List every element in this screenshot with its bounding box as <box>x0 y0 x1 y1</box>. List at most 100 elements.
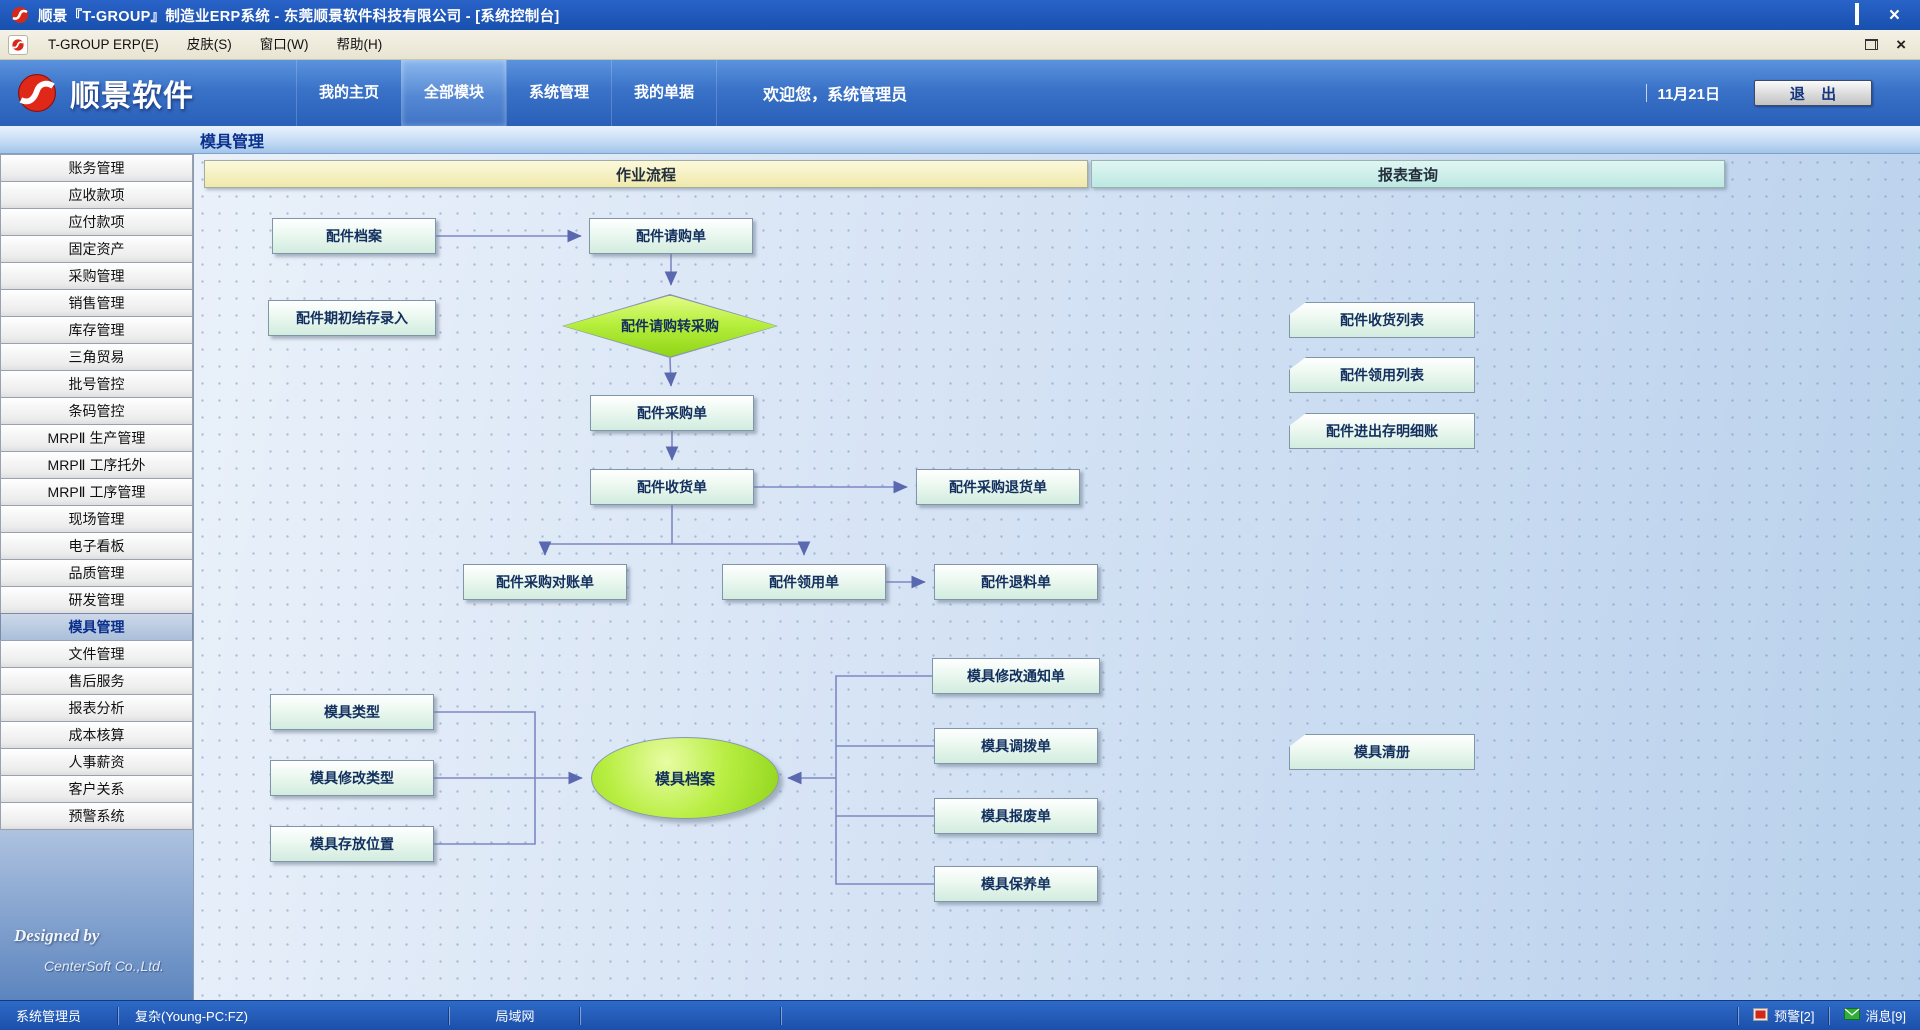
content: 账务管理应收款项应付款项固定资产采购管理销售管理库存管理三角贸易批号管控条码管控… <box>0 154 1920 1000</box>
mdi-close-icon[interactable]: × <box>1896 35 1906 54</box>
main-nav: 我的主页 全部模块 系统管理 我的单据 <box>296 60 718 126</box>
sidebar-item-23[interactable]: 人事薪资 <box>0 748 193 776</box>
sidebar-item-12[interactable]: MRPⅡ 工序托外 <box>0 451 193 479</box>
sidebar-item-21[interactable]: 报表分析 <box>0 694 193 722</box>
flow-node-mold-register[interactable]: 模具清册 <box>1289 734 1475 770</box>
maximize-icon[interactable] <box>1854 3 1859 25</box>
sidebar-item-7[interactable]: 库存管理 <box>0 316 193 344</box>
status-user: 系统管理员 <box>16 1009 82 1024</box>
flow-node-parts-receipt[interactable]: 配件收货单 <box>590 469 754 505</box>
nav-tab-my-documents[interactable]: 我的单据 <box>611 60 718 126</box>
sidebar-item-20[interactable]: 售后服务 <box>0 667 193 695</box>
messages-status[interactable]: 消息[9] <box>1830 1006 1920 1025</box>
sidebar-item-13[interactable]: MRPⅡ 工序管理 <box>0 478 193 506</box>
sidebar-item-1[interactable]: 账务管理 <box>0 154 193 182</box>
sidebar-item-10[interactable]: 条码管控 <box>0 397 193 425</box>
diamond-label: 配件请购转采购 <box>621 318 719 334</box>
mdi-restore-icon[interactable] <box>1865 39 1879 50</box>
flow-node-parts-requisition-list[interactable]: 配件领用列表 <box>1289 357 1475 393</box>
flow-node-mold-storage-location[interactable]: 模具存放位置 <box>270 826 434 862</box>
alert-icon <box>1753 1007 1769 1024</box>
sidebar-item-25[interactable]: 预警系统 <box>0 802 193 830</box>
sidebar-item-16[interactable]: 品质管理 <box>0 559 193 587</box>
sidebar-item-8[interactable]: 三角贸易 <box>0 343 193 371</box>
sidebar-item-24[interactable]: 客户关系 <box>0 775 193 803</box>
sidebar-item-17[interactable]: 研发管理 <box>0 586 193 614</box>
messages-label: 消息[9] <box>1865 1009 1906 1024</box>
exit-button[interactable]: 退 出 <box>1754 80 1872 106</box>
welcome-text: 欢迎您，系统管理员 <box>763 87 908 104</box>
status-divider <box>118 1006 119 1025</box>
menu-item-tgroup-erp[interactable]: T-GROUP ERP(E) <box>48 37 159 52</box>
sidebar-item-15[interactable]: 电子看板 <box>0 532 193 560</box>
flow-node-parts-material-return[interactable]: 配件退料单 <box>934 564 1098 600</box>
flowchart-area: 作业流程 报表查询 <box>194 154 1920 1000</box>
module-sidebar: 账务管理应收款项应付款项固定资产采购管理销售管理库存管理三角贸易批号管控条码管控… <box>0 154 194 1000</box>
sidebar-item-5[interactable]: 采购管理 <box>0 262 193 290</box>
close-icon[interactable]: × <box>1888 4 1900 26</box>
brand-logo-icon <box>14 70 60 116</box>
flow-node-mold-maintenance[interactable]: 模具保养单 <box>934 866 1098 902</box>
sidebar-item-14[interactable]: 现场管理 <box>0 505 193 533</box>
flow-node-parts-requisition[interactable]: 配件领用单 <box>722 564 886 600</box>
alerts-label: 预警[2] <box>1774 1009 1815 1024</box>
page-title: 模具管理 <box>200 133 265 151</box>
flow-node-mold-archive[interactable]: 模具档案 <box>591 737 779 819</box>
sidebar-items: 账务管理应收款项应付款项固定资产采购管理销售管理库存管理三角贸易批号管控条码管控… <box>0 154 193 830</box>
menubar: T-GROUP ERP(E) 皮肤(S) 窗口(W) 帮助(H) × <box>0 30 1920 60</box>
flow-node-mold-modify-notice[interactable]: 模具修改通知单 <box>932 658 1100 694</box>
flow-node-parts-receipt-list[interactable]: 配件收货列表 <box>1289 302 1475 338</box>
sidebar-item-19[interactable]: 文件管理 <box>0 640 193 668</box>
window-title: 顺景『T-GROUP』制造业ERP系统 - 东莞顺景软件科技有限公司 - [系统… <box>38 8 560 25</box>
designed-by-text: Designed by <box>14 926 100 945</box>
brand-name: 顺景软件 <box>70 80 194 113</box>
flow-node-parts-opening-balance[interactable]: 配件期初结存录入 <box>268 300 436 336</box>
statusbar: 系统管理员 复杂(Young-PC:FZ) 局域网 预警[2] 消息[9] <box>0 1000 1920 1030</box>
flow-connectors <box>434 229 934 885</box>
brand: 顺景软件 <box>0 70 240 116</box>
flow-node-parts-request[interactable]: 配件请购单 <box>589 218 753 254</box>
menu-item-skin[interactable]: 皮肤(S) <box>186 37 232 52</box>
flow-node-parts-purchase[interactable]: 配件采购单 <box>590 395 754 431</box>
window-controls: × <box>1825 3 1900 26</box>
flow-node-mold-modify-type[interactable]: 模具修改类型 <box>270 760 434 796</box>
sidebar-item-4[interactable]: 固定资产 <box>0 235 193 263</box>
status-divider <box>1738 1006 1740 1025</box>
sidebar-item-18[interactable]: 模具管理 <box>0 613 193 641</box>
flow-node-parts-inout-ledger[interactable]: 配件进出存明细账 <box>1289 413 1475 449</box>
sidebar-item-2[interactable]: 应收款项 <box>0 181 193 209</box>
nav-tab-system-admin[interactable]: 系统管理 <box>506 60 611 126</box>
menu-item-help[interactable]: 帮助(H) <box>336 37 383 52</box>
status-network: 局域网 <box>495 1009 535 1024</box>
flow-node-mold-type[interactable]: 模具类型 <box>270 694 434 730</box>
menu-item-window[interactable]: 窗口(W) <box>259 37 309 52</box>
flow-node-parts-purchase-statement[interactable]: 配件采购对账单 <box>463 564 627 600</box>
alerts-status[interactable]: 预警[2] <box>1739 1006 1828 1025</box>
flow-node-parts-archive[interactable]: 配件档案 <box>272 218 436 254</box>
app-logo-icon <box>10 5 30 25</box>
sidebar-item-3[interactable]: 应付款项 <box>0 208 193 236</box>
company-text: CenterSoft Co.,Ltd. <box>44 958 164 974</box>
process-section-header: 作业流程 <box>204 160 1088 188</box>
flow-node-parts-purchase-return[interactable]: 配件采购退货单 <box>916 469 1080 505</box>
sidebar-footer: Designed by CenterSoft Co.,Ltd. <box>0 910 193 1000</box>
nav-tab-all-modules[interactable]: 全部模块 <box>401 60 507 126</box>
status-divider <box>781 1006 782 1025</box>
nav-tab-home[interactable]: 我的主页 <box>296 60 401 126</box>
date-divider <box>1646 84 1648 102</box>
status-divider <box>580 1006 581 1025</box>
app-header: 顺景软件 我的主页 全部模块 系统管理 我的单据 欢迎您，系统管理员 11月21… <box>0 60 1920 126</box>
status-computer: 复杂(Young-PC:FZ) <box>135 1009 248 1024</box>
sidebar-item-9[interactable]: 批号管控 <box>0 370 193 398</box>
sidebar-item-11[interactable]: MRPⅡ 生产管理 <box>0 424 193 452</box>
titlebar: 顺景『T-GROUP』制造业ERP系统 - 东莞顺景软件科技有限公司 - [系统… <box>0 0 1920 30</box>
sidebar-item-6[interactable]: 销售管理 <box>0 289 193 317</box>
status-divider <box>449 1006 450 1025</box>
flow-node-mold-scrap[interactable]: 模具报废单 <box>934 798 1098 834</box>
report-section-header: 报表查询 <box>1091 160 1725 188</box>
flow-node-mold-transfer[interactable]: 模具调拨单 <box>934 728 1098 764</box>
mdi-app-icon <box>8 34 28 55</box>
sidebar-item-22[interactable]: 成本核算 <box>0 721 193 749</box>
status-divider <box>1828 1006 1830 1025</box>
